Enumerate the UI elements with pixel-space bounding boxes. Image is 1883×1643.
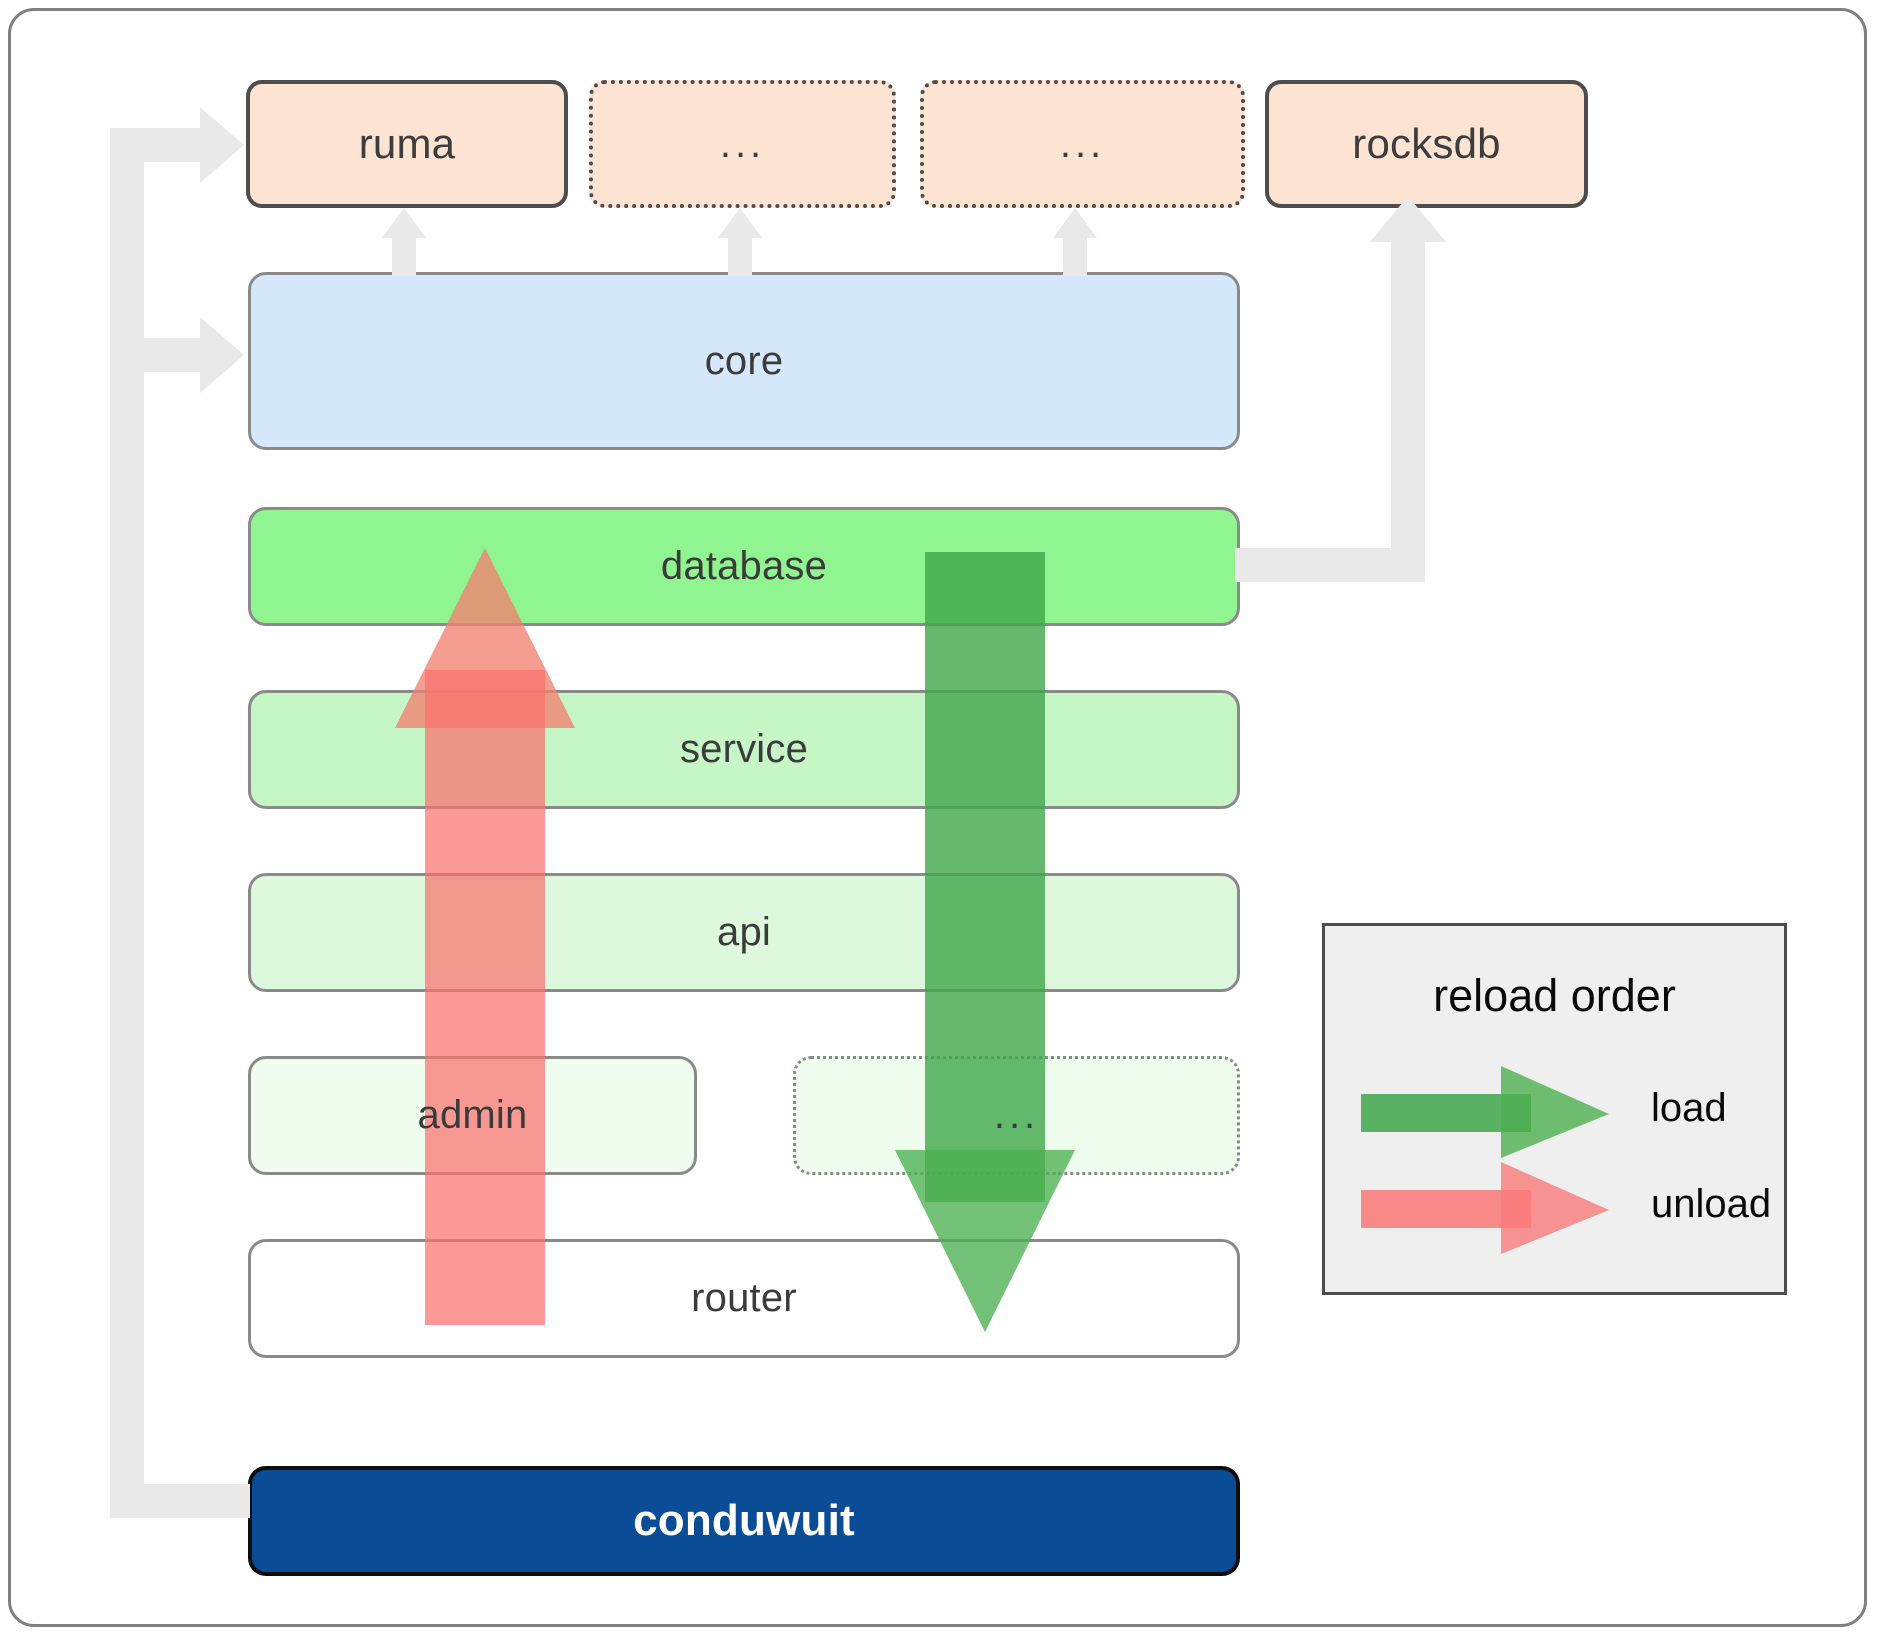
layer-label-admin: admin	[417, 1093, 528, 1137]
layer-label-api: api	[717, 910, 771, 954]
crate-box-ruma[interactable]: ruma	[246, 80, 568, 208]
layer-box-admin[interactable]: admin	[248, 1056, 697, 1175]
legend-title: reload order	[1433, 970, 1676, 1021]
legend-load-head	[1501, 1066, 1609, 1158]
crate-label-ellipsis-1: ...	[719, 121, 766, 166]
layer-label-core: core	[704, 338, 784, 383]
diagram-frame	[8, 8, 1867, 1627]
legend-unload-head	[1501, 1162, 1609, 1254]
legend-swatch-unload	[1361, 1158, 1621, 1259]
binary-box-conduwuit[interactable]: conduwuit	[248, 1466, 1240, 1576]
layer-box-router[interactable]: router	[248, 1239, 1240, 1358]
pipe-left-trunk	[110, 128, 144, 1518]
pipe-stem-crate-1	[392, 236, 416, 276]
pipe-arrowhead-crate-2	[718, 208, 762, 238]
layer-box-database[interactable]: database	[248, 507, 1240, 626]
crate-label-rocksdb: rocksdb	[1352, 120, 1501, 167]
layer-label-router: router	[691, 1276, 797, 1320]
pipe-arrowhead-crate-3	[1053, 208, 1097, 238]
crate-box-ellipsis-2[interactable]: ...	[920, 80, 1245, 208]
legend-swatch-load	[1361, 1062, 1621, 1163]
pipe-arrowhead-crate-1	[382, 208, 426, 238]
legend-label-unload: unload	[1651, 1182, 1772, 1226]
legend-panel: reload order load unload	[1322, 923, 1787, 1295]
layer-box-core[interactable]: core	[248, 272, 1240, 450]
pipe-stem-crate-3	[1063, 236, 1087, 276]
layer-box-api[interactable]: api	[248, 873, 1240, 992]
pipe-arrowhead-core	[200, 317, 244, 393]
crate-label-ruma: ruma	[358, 120, 456, 167]
layer-label-database: database	[660, 544, 828, 588]
pipe-stem-crate-2	[728, 236, 752, 276]
layer-box-service[interactable]: service	[248, 690, 1240, 809]
legend-label-load: load	[1651, 1086, 1727, 1130]
crate-label-ellipsis-2: ...	[1059, 121, 1106, 166]
pipe-branch-conduwuit	[110, 1484, 250, 1518]
layer-label-ellipsis: ...	[993, 1093, 1040, 1137]
pipe-database-rocksdb-vertical	[1391, 238, 1425, 582]
pipe-arrowhead-rocksdb	[1370, 196, 1446, 242]
layer-box-ellipsis[interactable]: ...	[793, 1056, 1240, 1175]
layer-label-service: service	[679, 727, 809, 771]
binary-label-conduwuit: conduwuit	[633, 1496, 855, 1545]
crate-box-ellipsis-1[interactable]: ...	[589, 80, 896, 208]
pipe-arrowhead-ruma	[200, 107, 244, 183]
crate-box-rocksdb[interactable]: rocksdb	[1265, 80, 1588, 208]
